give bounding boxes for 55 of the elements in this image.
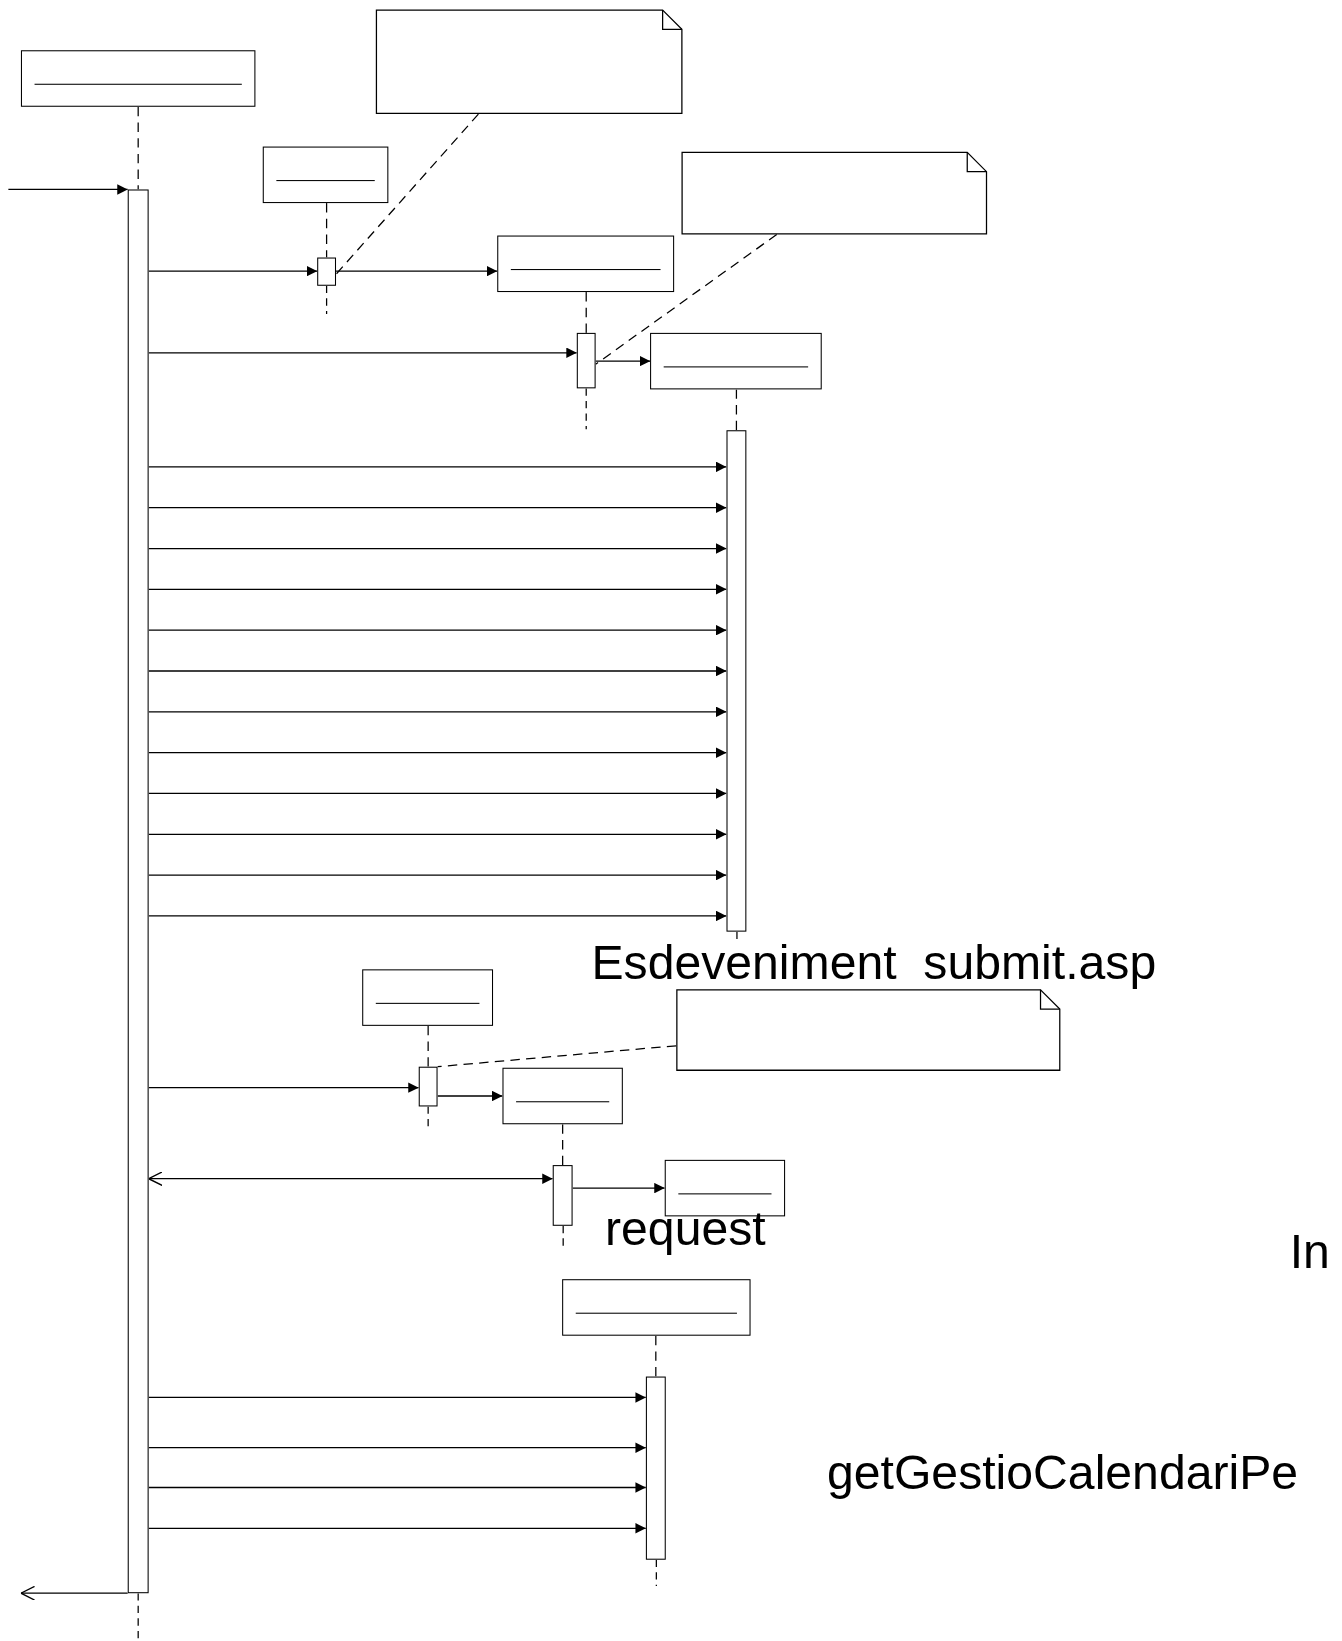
note-box [676,989,1061,1071]
message-arrow [148,665,728,677]
activation-bar [576,332,596,389]
activation-bar [726,430,747,932]
lifeline-head-box [562,1279,751,1336]
message-arrow [148,265,318,277]
message-arrow [148,829,728,840]
note-box [681,151,988,235]
message-arrow [335,265,498,277]
message-arrow [571,1182,666,1194]
activation-bar [552,1165,573,1226]
note-box [375,9,683,115]
message-arrow [595,355,651,367]
lifeline-head-box [502,1067,623,1125]
leader-line [595,233,778,365]
message-arrow [148,747,728,758]
lifeline [655,1335,657,1378]
message-arrow [20,1585,129,1601]
message-arrow [148,584,728,595]
message-arrow [148,706,728,718]
message-arrow [148,1523,647,1534]
message-arrow [148,869,728,881]
message-arrow [147,1171,554,1187]
message-arrow [7,184,129,195]
message-arrow [148,543,728,554]
activation-bar [127,189,149,1594]
lifeline-head-box [262,146,389,204]
activation-bar [418,1066,438,1107]
lifeline-head-box [20,50,256,107]
message-arrow [148,624,728,636]
leader-line [436,1045,677,1068]
message-arrow [148,347,578,358]
lifeline-head-box [650,332,822,390]
lifeline [735,388,738,431]
message-arrow [148,461,728,473]
lifeline-head-box [497,235,675,293]
lifeline [562,1123,564,1166]
message-arrow [436,1090,504,1102]
message-arrow [148,1392,647,1403]
message-arrow [148,502,728,513]
message-arrow [148,1442,647,1453]
message-label: Esdeveniment submit.asp [591,937,1157,987]
message-arrow [148,1482,647,1493]
lifeline [325,202,328,259]
message-arrow [148,1082,420,1093]
lifeline [137,106,139,191]
lifeline [585,291,587,334]
message-arrow [148,910,728,922]
activation-bar [317,257,336,286]
leader-line [335,113,479,275]
message-arrow [148,788,728,799]
message-label: In [1289,1226,1330,1275]
lifeline [427,1025,429,1068]
activation-bar [645,1376,666,1560]
lifeline-head-box [362,969,494,1026]
